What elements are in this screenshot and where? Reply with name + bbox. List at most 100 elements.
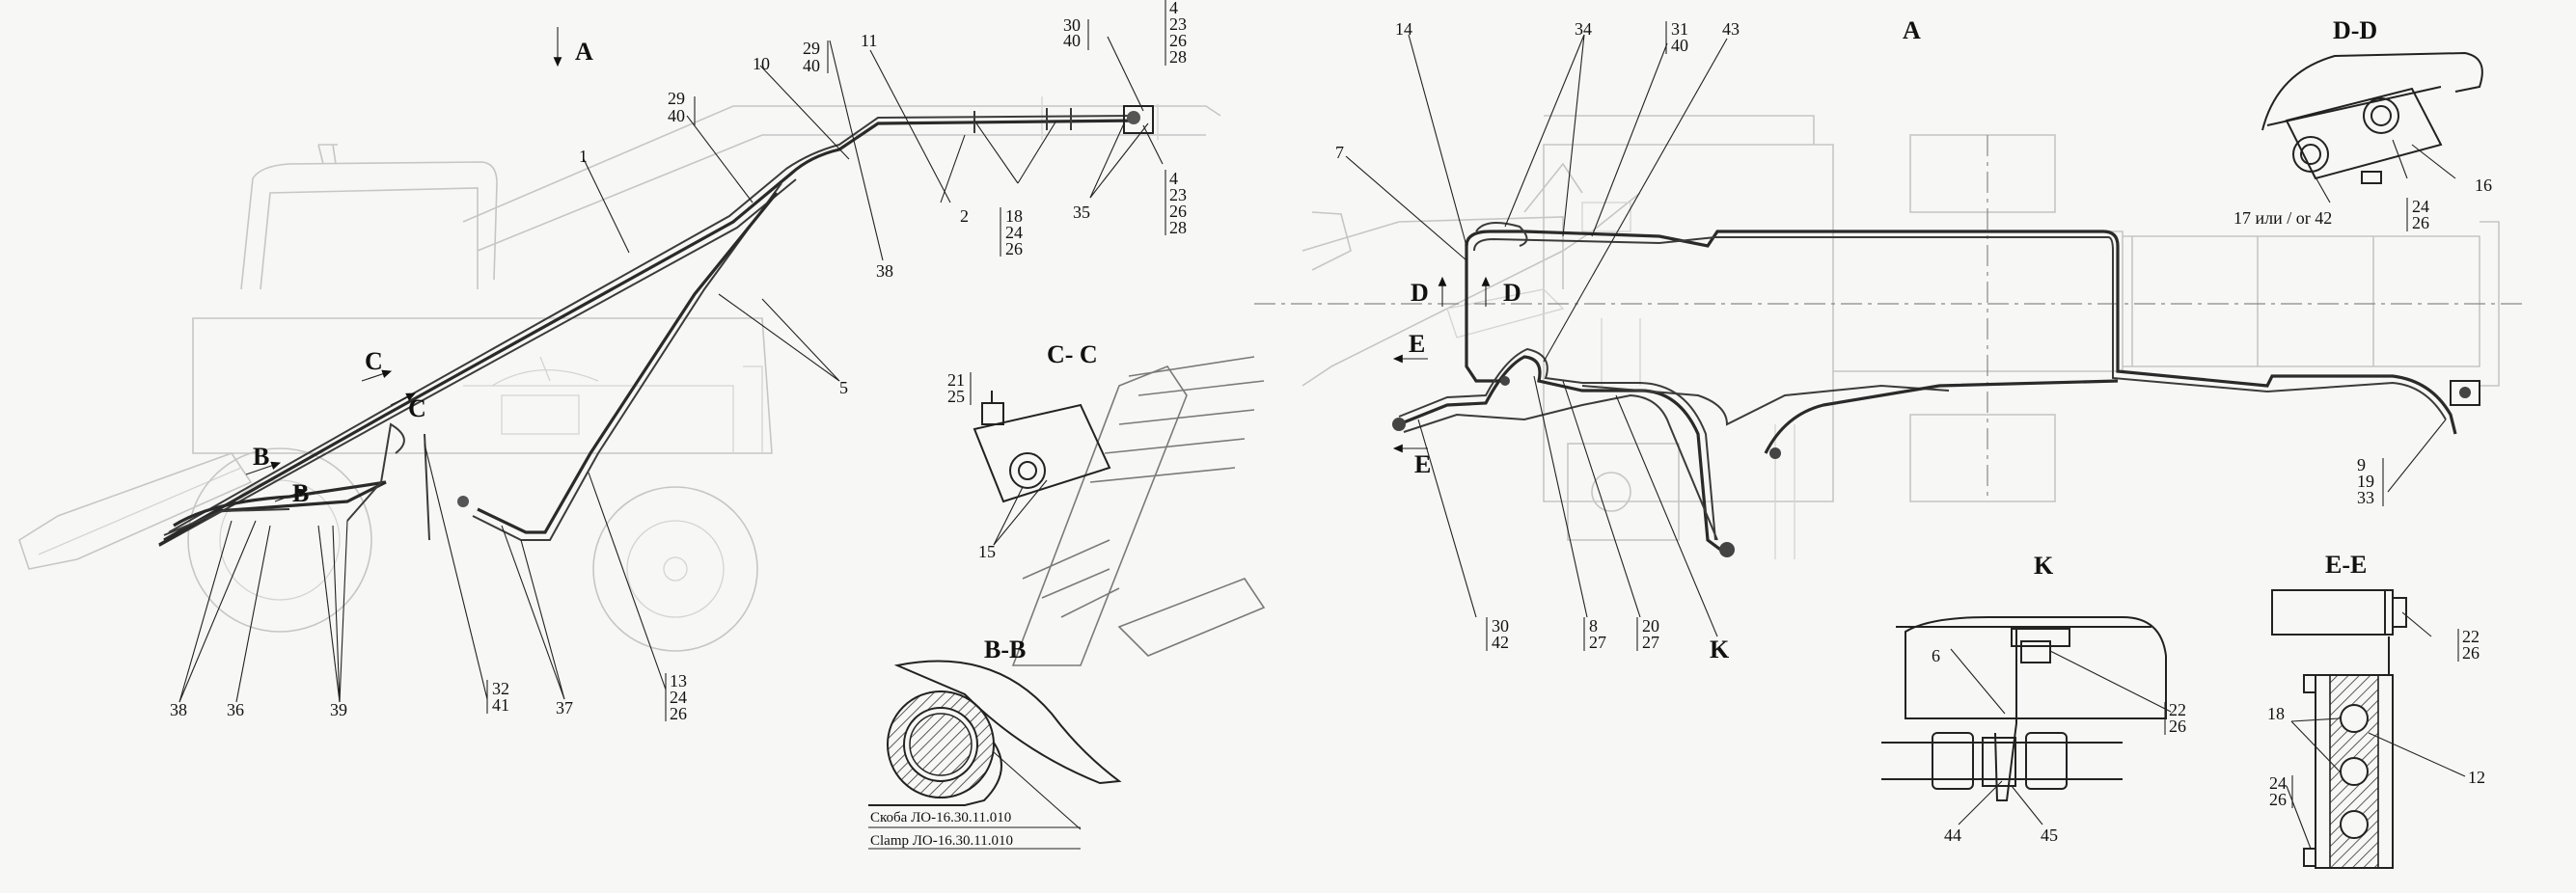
callout-43: 43 <box>1722 19 1740 39</box>
section-d-marker-2: D <box>1503 279 1521 307</box>
callout-44: 44 <box>1944 825 1961 845</box>
callout-14: 14 <box>1395 19 1412 39</box>
section-c-c-title: C- C <box>1047 340 1098 368</box>
section-b-marker-1: B <box>253 443 269 471</box>
svg-text:21: 21 <box>947 370 965 390</box>
svg-text:40: 40 <box>803 56 820 75</box>
callout-stack-30-42: 30 42 <box>1486 616 1509 652</box>
svg-text:42: 42 <box>1492 633 1509 652</box>
svg-text:26: 26 <box>670 704 687 723</box>
callout-stack-22-26-k: 22 26 <box>2164 700 2186 736</box>
callout-11: 11 <box>861 31 877 50</box>
svg-text:33: 33 <box>2357 488 2374 507</box>
svg-text:28: 28 <box>1169 47 1187 67</box>
section-c-marker-2: C <box>408 394 426 422</box>
svg-text:27: 27 <box>1642 633 1659 652</box>
callout-stack-29-40-left: 29 40 <box>668 89 696 125</box>
svg-text:19: 19 <box>2357 472 2374 491</box>
section-b-marker-2: B <box>292 479 309 507</box>
svg-text:40: 40 <box>1671 36 1688 55</box>
callout-stack-31-40: 31 40 <box>1665 19 1688 55</box>
svg-text:26: 26 <box>2462 643 2480 663</box>
svg-text:27: 27 <box>1589 633 1606 652</box>
svg-text:4: 4 <box>1169 0 1178 17</box>
callout-5: 5 <box>839 378 848 397</box>
svg-text:22: 22 <box>2169 700 2186 719</box>
svg-text:40: 40 <box>668 106 685 125</box>
callout-38-top: 38 <box>876 261 893 281</box>
svg-text:22: 22 <box>2462 627 2480 646</box>
callout-37: 37 <box>556 698 573 717</box>
callout-12: 12 <box>2468 768 2485 787</box>
section-c-marker-1: C <box>365 347 383 375</box>
view-a-top-frame <box>1254 115 2528 559</box>
callout-stack-18-24-26: 18 24 26 <box>1000 206 1023 258</box>
callout-stack-29-40-top: 29 40 <box>803 39 829 75</box>
callout-39: 39 <box>330 700 347 719</box>
callout-36: 36 <box>227 700 244 719</box>
svg-text:26: 26 <box>2169 717 2186 736</box>
clamp-caption-ru: Скоба ЛО-16.30.11.010 <box>870 810 1011 825</box>
view-a-hose-routing <box>1392 222 2480 557</box>
callout-34: 34 <box>1575 19 1592 39</box>
view-k-marker: K <box>1710 636 1730 663</box>
callout-45: 45 <box>2041 825 2058 845</box>
svg-text:20: 20 <box>1642 616 1659 636</box>
section-b-b-detail <box>868 660 1122 850</box>
svg-text:32: 32 <box>492 679 509 698</box>
clamp-caption-en: Clamp ЛО-16.30.11.010 <box>870 833 1013 849</box>
callout-stack-4-23-26-28-bottom: 4 23 26 28 <box>1165 169 1187 237</box>
section-e-marker-1: E <box>1409 330 1425 358</box>
section-e-e-title: E-E <box>2325 551 2367 579</box>
callout-stack-21-25: 21 25 <box>947 370 972 406</box>
section-d-d-detail <box>2261 51 2483 203</box>
callout-stack-24-26-ee: 24 26 <box>2269 773 2293 809</box>
view-a-label-right: A <box>1903 16 1921 44</box>
callout-38-bottom: 38 <box>170 700 187 719</box>
svg-text:8: 8 <box>1589 616 1598 636</box>
left-hose-routing <box>158 105 1154 547</box>
section-d-marker-1: D <box>1411 279 1429 307</box>
svg-text:23: 23 <box>1169 14 1187 34</box>
callout-35: 35 <box>1073 203 1090 222</box>
svg-text:25: 25 <box>947 387 965 406</box>
svg-text:28: 28 <box>1169 218 1187 237</box>
callout-stack-4-23-26-28-top: 4 23 26 28 <box>1165 0 1187 67</box>
view-k-title: K <box>2034 552 2054 580</box>
callout-6: 6 <box>1932 646 1940 665</box>
svg-text:30: 30 <box>1063 15 1081 35</box>
section-b-b-title: B-B <box>984 636 1026 663</box>
svg-text:26: 26 <box>1169 202 1187 221</box>
view-k-detail <box>1881 616 2172 825</box>
callout-15: 15 <box>978 542 996 561</box>
callout-stack-8-27: 8 27 <box>1583 616 1606 652</box>
svg-text:24: 24 <box>2412 197 2429 216</box>
svg-text:23: 23 <box>1169 185 1187 204</box>
section-e-marker-2: E <box>1414 450 1431 478</box>
view-a-label-left: A <box>575 38 593 66</box>
svg-text:29: 29 <box>668 89 685 108</box>
svg-text:41: 41 <box>492 695 509 715</box>
callout-stack-9-19-33: 9 19 33 <box>2357 455 2384 507</box>
svg-text:4: 4 <box>1169 169 1178 188</box>
callout-stack-32-41: 32 41 <box>486 679 509 715</box>
callout-1: 1 <box>579 147 588 166</box>
svg-text:9: 9 <box>2357 455 2366 474</box>
svg-text:24: 24 <box>670 688 687 707</box>
section-e-e-detail <box>2271 589 2466 869</box>
svg-text:31: 31 <box>1671 19 1688 39</box>
callout-stack-20-27: 20 27 <box>1636 616 1659 652</box>
svg-text:26: 26 <box>2269 790 2287 809</box>
callout-17-or-42: 17 или / or 42 <box>2233 208 2332 228</box>
callout-stack-30-40: 30 40 <box>1063 15 1089 50</box>
callout-10: 10 <box>753 54 770 73</box>
svg-text:29: 29 <box>803 39 820 58</box>
svg-text:24: 24 <box>2269 773 2287 793</box>
svg-text:30: 30 <box>1492 616 1509 636</box>
svg-text:26: 26 <box>2412 213 2429 232</box>
callout-18: 18 <box>2267 704 2285 723</box>
combine-side-view <box>18 96 1221 652</box>
section-c-c-detail <box>973 356 1266 666</box>
